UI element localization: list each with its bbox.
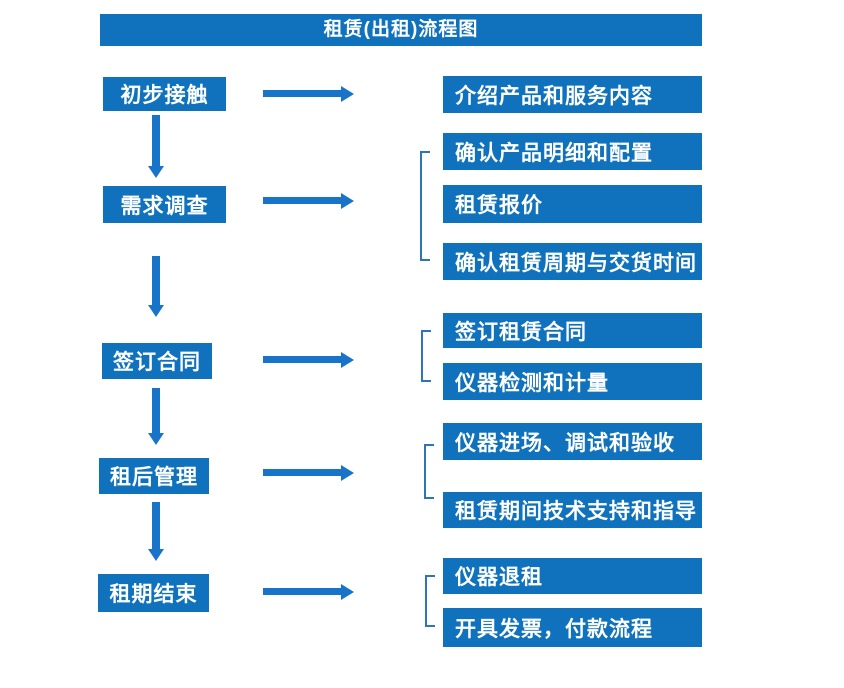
right-arrow-icon bbox=[263, 197, 341, 204]
detail-box-instrument-inspection: 仪器检测和计量 bbox=[443, 363, 702, 400]
group-bracket bbox=[424, 444, 434, 499]
flowchart-title: 租赁(出租)流程图 bbox=[100, 14, 702, 46]
detail-box-confirm-period-delivery: 确认租赁周期与交货时间 bbox=[443, 243, 702, 280]
step-box-post-rental-management: 租后管理 bbox=[99, 458, 209, 494]
down-arrow-icon bbox=[152, 502, 160, 549]
detail-box-invoice-payment: 开具发票，付款流程 bbox=[443, 608, 702, 647]
right-arrow-icon bbox=[263, 588, 341, 595]
detail-box-instrument-return: 仪器退租 bbox=[443, 558, 702, 594]
detail-box-technical-support: 租赁期间技术支持和指导 bbox=[443, 492, 702, 528]
group-bracket bbox=[421, 330, 431, 382]
down-arrow-icon bbox=[152, 256, 160, 305]
group-bracket bbox=[420, 151, 430, 261]
group-bracket bbox=[425, 575, 435, 627]
detail-box-rental-quote: 租赁报价 bbox=[443, 185, 702, 223]
detail-box-introduce-products: 介绍产品和服务内容 bbox=[443, 76, 702, 113]
detail-box-confirm-product-config: 确认产品明细和配置 bbox=[443, 133, 702, 170]
step-box-sign-contract: 签订合同 bbox=[102, 343, 212, 379]
down-arrow-icon bbox=[152, 388, 160, 433]
detail-box-sign-rental-contract: 签订租赁合同 bbox=[443, 313, 702, 348]
step-box-initial-contact: 初步接触 bbox=[103, 77, 226, 111]
down-arrow-icon bbox=[152, 115, 160, 166]
right-arrow-icon bbox=[263, 469, 341, 476]
detail-box-instrument-setup-acceptance: 仪器进场、调试和验收 bbox=[443, 423, 702, 460]
step-box-rental-end: 租期结束 bbox=[98, 574, 209, 612]
step-box-demand-survey: 需求调查 bbox=[103, 186, 226, 223]
right-arrow-icon bbox=[263, 356, 341, 363]
right-arrow-icon bbox=[263, 90, 341, 97]
